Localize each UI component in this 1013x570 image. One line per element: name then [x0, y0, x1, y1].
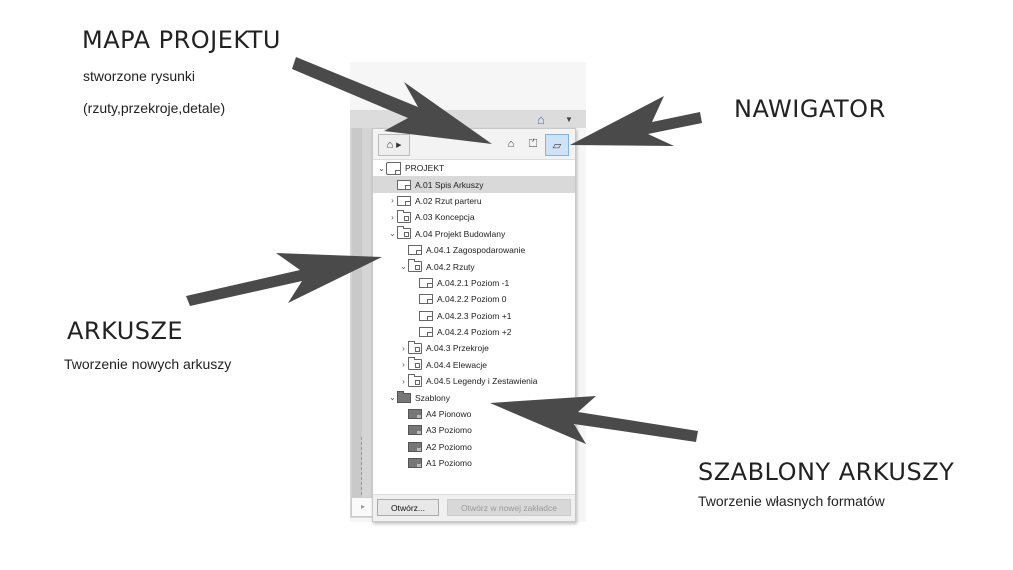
tree-item[interactable]: A.04.2.4 Poziom +2 [373, 324, 575, 340]
caption-szablony-title: SZABLONY ARKUSZY [698, 458, 955, 486]
layout-book-icon: ▱ [552, 139, 562, 152]
folder-icon [397, 209, 411, 223]
tree-item[interactable]: ⌄ PROJEKT [373, 160, 575, 176]
chevron-right-icon[interactable]: › [402, 343, 405, 353]
tree-item[interactable]: A1 Poziomo [373, 455, 575, 471]
mini-nav-button[interactable]: ▸ [351, 497, 375, 517]
tmpl-icon [408, 409, 422, 420]
project-icon [386, 161, 401, 175]
tree-item-label: A.04.2 Rzuty [426, 261, 475, 272]
arrow-nawigator-icon [570, 96, 702, 146]
arrow-szablony-icon [490, 396, 698, 444]
sheet-icon [419, 294, 433, 305]
navigator-footer: Otwórz... Otwórz w nowej zakładce [373, 494, 575, 521]
chevron-right-icon[interactable]: › [391, 196, 394, 206]
tree-item[interactable]: A2 Poziomo [373, 439, 575, 455]
tree-item[interactable]: A.04.1 Zagospodarowanie [373, 242, 575, 258]
project-map-button[interactable]: ⌂ [501, 134, 521, 154]
chevron-down-icon[interactable]: ⌄ [378, 163, 385, 173]
tree-item[interactable]: ⌄ A.04 Projekt Budowlany [373, 226, 575, 242]
left-panel-inner [352, 128, 362, 498]
caption-mapa-line1: stworzone rysunki [83, 68, 196, 84]
tree-item[interactable]: A.04.2.1 Poziom -1 [373, 275, 575, 291]
view-map-icon: ⏍ [528, 137, 538, 150]
chevron-down-icon[interactable]: ⌄ [389, 393, 396, 403]
tree-item-label: A.02 Rzut parteru [415, 195, 482, 206]
chevron-right-icon[interactable]: › [402, 376, 405, 386]
sheet-icon [397, 179, 411, 190]
tree-item-label: PROJEKT [405, 163, 445, 174]
sheet-icon [419, 327, 433, 338]
tree-item[interactable]: › A.04.4 Elewacje [373, 357, 575, 373]
project-map-icon: ⌂ [507, 138, 515, 150]
navigator-toolbar: ⌂▶ ⌂ ⏍ ▱ [373, 129, 575, 160]
tmpl-icon [408, 458, 422, 469]
tree-item-label: Szablony [415, 392, 450, 403]
tree-item-label: A.04.2.2 Poziom 0 [437, 294, 507, 305]
tree-item-label: A.04.2.1 Poziom -1 [437, 277, 510, 288]
tree-item[interactable]: ⌄ Szablony [373, 389, 575, 405]
tree-item-label: A.01 Spis Arkuszy [415, 179, 484, 190]
chevron-right-icon[interactable]: › [402, 360, 405, 370]
tree-item[interactable]: A.01 Spis Arkuszy [373, 176, 575, 193]
caption-szablony-subtitle: Tworzenie własnych formatów [698, 493, 885, 509]
folder-icon [408, 259, 422, 273]
sheet-icon [408, 245, 422, 256]
caret-right-icon: ▶ [396, 142, 402, 149]
navigator-switch-caret-icon[interactable]: ▼ [565, 115, 573, 124]
sheet-icon [397, 195, 411, 206]
tmpl-icon [408, 425, 422, 436]
caption-mapa-line2: (rzuty,przekroje,detale) [83, 100, 226, 116]
arrow-arkusze-icon [186, 253, 382, 306]
tree-item-label: A4 Pionowo [426, 409, 472, 420]
caption-nawigator-title: NAWIGATOR [734, 95, 886, 123]
tree-item-label: A.04 Projekt Budowlany [415, 228, 506, 239]
tree-item-label: A.04.1 Zagospodarowanie [426, 245, 526, 256]
tree-popup-button[interactable]: ⌂▶ [378, 134, 410, 156]
tree-item[interactable]: › A.02 Rzut parteru [373, 193, 575, 209]
open-button[interactable]: Otwórz... [377, 499, 439, 516]
chevron-down-icon[interactable]: ⌄ [389, 229, 396, 239]
folder-icon [408, 357, 422, 371]
open-in-new-tab-button[interactable]: Otwórz w nowej zakładce [447, 499, 571, 516]
tree-item-label: A1 Poziomo [426, 458, 472, 469]
tree-item-label: A.04.3 Przekroje [426, 343, 489, 354]
caption-arkusze-title: ARKUSZE [67, 317, 184, 345]
tree-item-label: A2 Poziomo [426, 441, 472, 452]
folder-icon [408, 373, 422, 387]
folder-dark-icon [397, 390, 411, 403]
chevron-down-icon[interactable]: ⌄ [400, 262, 407, 272]
caption-mapa-title: MAPA PROJEKTU [82, 26, 281, 54]
sheet-icon [419, 277, 433, 288]
tmpl-icon [408, 441, 422, 452]
navigator-tree: ⌄ PROJEKT A.01 Spis Arkuszy › A.02 Rzut part… [373, 160, 575, 471]
tree-item-label: A3 Poziomo [426, 425, 472, 436]
folder-icon [397, 226, 411, 240]
tree-item[interactable]: A.04.2.2 Poziom 0 [373, 291, 575, 307]
tree-item-label: A.03 Koncepcja [415, 212, 475, 223]
folder-icon [408, 340, 422, 354]
navigator-switch-icon[interactable]: ⌂ [537, 112, 545, 127]
tree-item[interactable]: A.04.2.3 Poziom +1 [373, 308, 575, 324]
tree-item-label: A.04.4 Elewacje [426, 359, 487, 370]
tree-item[interactable]: A3 Poziomo [373, 422, 575, 438]
tree-item-label: A.04.2.4 Poziom +2 [437, 327, 512, 338]
tree-item-label: A.04.5 Legendy i Zestawienia [426, 376, 538, 387]
arrow-mapa-icon [292, 57, 492, 144]
tree-item[interactable]: ⌄ A.04.2 Rzuty [373, 258, 575, 274]
tree-item[interactable]: › A.04.3 Przekroje [373, 340, 575, 356]
tree-item[interactable]: › A.03 Koncepcja [373, 209, 575, 225]
tree-item-label: A.04.2.3 Poziom +1 [437, 310, 512, 321]
sheet-icon [419, 310, 433, 321]
chevron-right-icon[interactable]: › [391, 212, 394, 222]
layout-book-button[interactable]: ▱ [545, 134, 569, 156]
caption-arkusze-subtitle: Tworzenie nowych arkuszy [64, 356, 232, 372]
view-map-button[interactable]: ⏍ [523, 134, 543, 154]
tree-item[interactable]: › A.04.5 Legendy i Zestawienia [373, 373, 575, 389]
dashed-guide [361, 437, 363, 495]
tree-popup-icon: ⌂ [386, 139, 394, 151]
tree-item[interactable]: A4 Pionowo [373, 406, 575, 422]
